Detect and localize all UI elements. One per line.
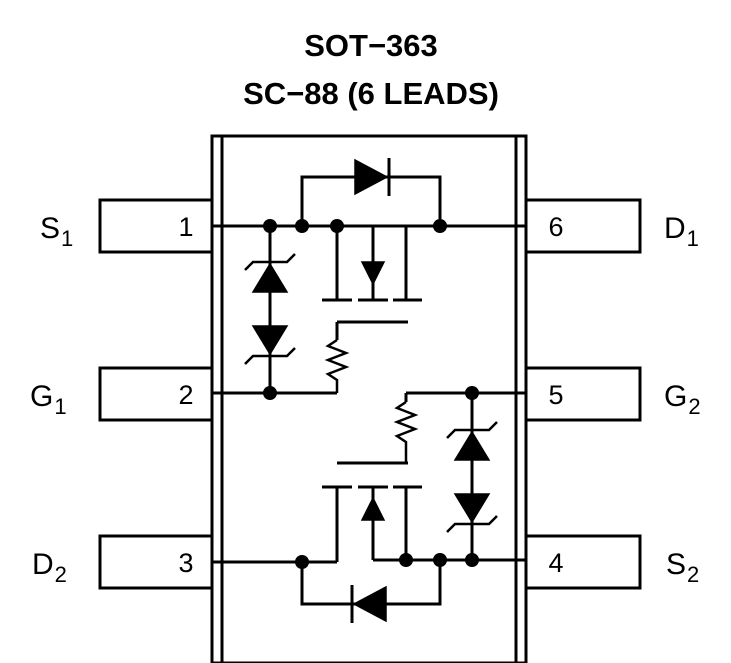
pin-4-label: S2 [666,548,699,587]
lower-body-diode [350,585,387,623]
pin-2-label: G1 [30,380,67,419]
pin-3-number: 3 [178,548,193,578]
upper-body-diode [354,158,391,196]
pin-1: 1 S1 [40,198,214,254]
lower-zener-1 [446,421,498,461]
lower-mosfet-circuit [212,386,526,623]
pin-2-number: 2 [178,380,193,410]
pin-6-number: 6 [548,212,563,242]
package-body [210,134,528,663]
pin-3: 3 D2 [32,534,214,590]
upper-mosfet-circuit [212,158,526,400]
upper-channel-arrow [360,261,386,286]
pin-6-label: D1 [664,212,699,251]
pin-1-label: S1 [40,212,73,251]
upper-zener-1 [244,253,296,293]
title-line-1: SOT−363 [304,28,438,63]
lower-channel-arrow [360,496,386,521]
lower-zener-2 [446,493,498,533]
pin-4: 4 S2 [524,534,699,590]
pin-2: 2 G1 [30,366,214,422]
pin-1-number: 1 [178,212,193,242]
upper-zener-2 [244,325,296,365]
pin-5-label: G2 [664,380,701,419]
pin-6: 6 D1 [524,198,699,254]
pin-3-label: D2 [32,548,67,587]
pin-5: 5 G2 [524,366,701,422]
pin-5-number: 5 [548,380,563,410]
title-line-2: SC−88 (6 LEADS) [243,76,499,111]
pin-4-number: 4 [548,548,563,578]
